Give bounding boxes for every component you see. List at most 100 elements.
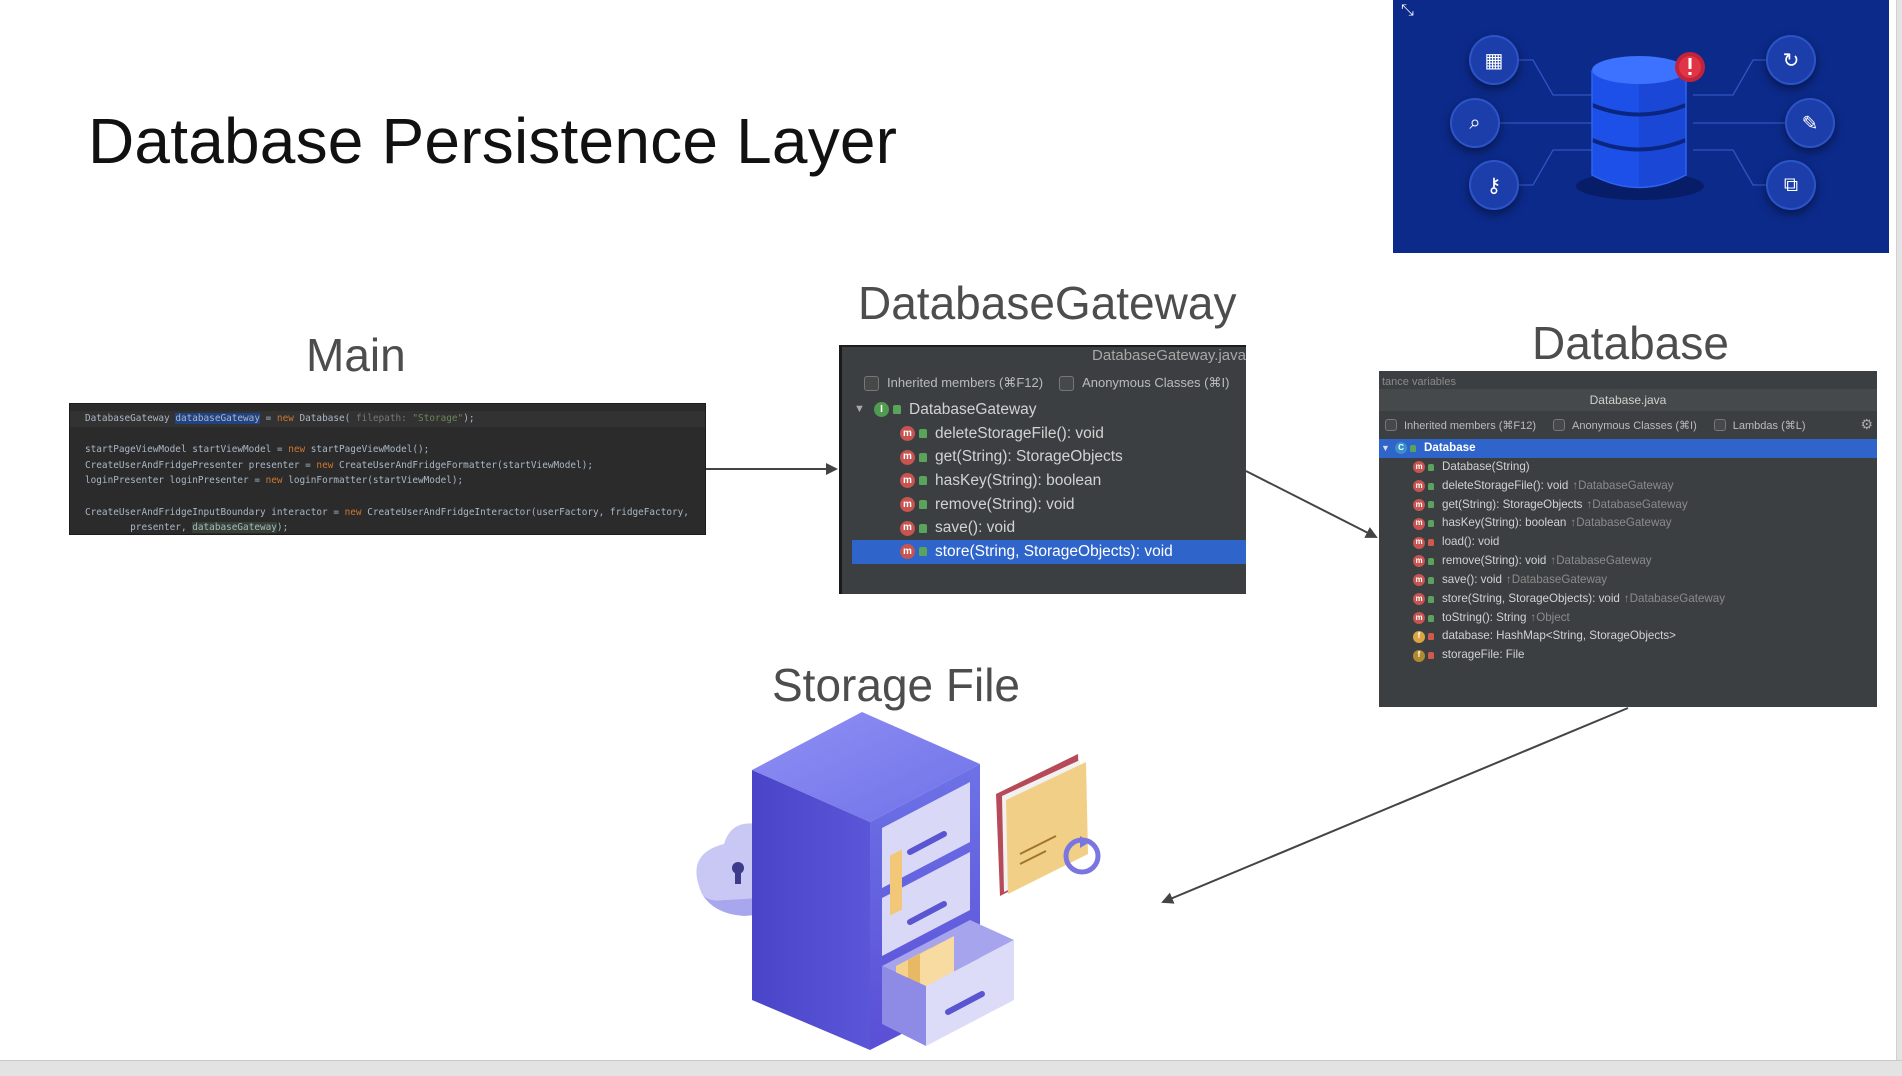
grid-plus-icon: ▦ [1469,35,1519,85]
database-structure-panel: tance variables Database.java Inherited … [1379,371,1877,707]
gateway-structure-options: Inherited members (⌘F12) Anonymous Class… [842,370,1246,396]
main-code-snippet: DatabaseGateway databaseGateway = new Da… [69,403,706,535]
public-lock-icon [1428,463,1434,471]
slide-title: Database Persistence Layer [88,105,898,177]
checkbox-icon[interactable] [1713,419,1726,431]
method-icon: m [1413,498,1425,511]
public-lock-icon [919,476,927,486]
filing-cabinet-icon [696,712,1101,1050]
gateway-structure-panel: DatabaseGateway.java Inherited members (… [839,345,1246,594]
inherited-members-checkbox[interactable]: Inherited members (⌘F12) [1385,419,1536,432]
network-icon: ⧉ [1766,160,1816,210]
alert-icon [1675,52,1705,82]
public-lock-icon [919,429,927,439]
database-structure-options: Inherited members (⌘F12) Anonymous Class… [1379,412,1877,438]
public-lock-icon [893,405,901,415]
checkbox-icon[interactable] [1553,419,1566,431]
method-icon: m [900,473,915,489]
database-icon [1591,56,1687,189]
window-bottom-bar [0,1060,1902,1076]
refresh-icon: ↻ [1766,35,1816,85]
method-icon: m [900,544,915,560]
code-line: CreateUserAndFridgePresenter presenter =… [85,459,593,471]
method-icon: m [1413,593,1425,606]
public-lock-icon [1428,557,1434,565]
public-lock-icon [1428,576,1434,584]
public-lock-icon [919,523,927,533]
method-icon: m [1413,612,1425,625]
storage-file-label: Storage File [772,659,1021,711]
public-lock-icon [1428,482,1434,490]
database-hero-image: ⤡ ▦ ⌕ ⚷ ↻ ✎ ⧉ [1393,0,1889,253]
tree-root-database[interactable]: ▼ C Database [1379,439,1877,458]
search-icon: ⌕ [1450,98,1500,148]
method-icon: m [1413,461,1425,474]
arrow-gateway-to-database [1245,470,1378,538]
chevron-down-icon[interactable]: ▼ [1381,443,1390,453]
folder-sync-icon [996,754,1101,896]
main-label: Main [306,329,406,381]
key-icon: ⚷ [1469,160,1519,210]
private-lock-icon [1428,652,1434,660]
database-label: Database [1532,317,1729,369]
public-lock-icon [919,547,927,557]
interface-icon: I [874,402,889,418]
method-icon: m [1413,555,1425,568]
public-lock-icon [1428,614,1434,622]
code-line: DatabaseGateway databaseGateway = new Da… [70,411,705,427]
private-lock-icon [1428,633,1434,641]
tree-root-databasegateway[interactable]: ▼ I DatabaseGateway [842,398,1246,422]
database-file-title: Database.java [1379,389,1877,411]
method-icon: m [1413,480,1425,493]
lambdas-checkbox[interactable]: Lambdas (⌘L) [1713,419,1806,432]
anonymous-classes-checkbox[interactable]: Anonymous Classes (⌘I) [1553,419,1697,432]
chevron-down-icon[interactable]: ▼ [854,403,865,415]
editor-peek-text: tance variables [1382,376,1456,388]
class-icon: C [1395,442,1407,455]
method-icon: m [1413,574,1425,587]
gateway-file-tab[interactable]: DatabaseGateway.java [1092,347,1246,364]
code-line: CreateUserAndFridgeInputBoundary interac… [85,506,689,518]
public-lock-icon [1428,595,1434,603]
field-icon: f [1413,649,1425,662]
gateway-label: DatabaseGateway [858,277,1237,329]
pencil-icon: ✎ [1785,98,1835,148]
anonymous-classes-checkbox[interactable]: Anonymous Classes (⌘I) [1059,375,1229,391]
gear-icon[interactable]: ⚙ [1860,416,1873,432]
inherited-members-checkbox[interactable]: Inherited members (⌘F12) [864,375,1043,391]
checkbox-icon[interactable] [1385,419,1397,431]
checkbox-icon[interactable] [864,375,879,391]
code-line: presenter, databaseGateway); [85,522,289,534]
code-line: startPageViewModel startViewModel = new … [85,444,430,456]
public-lock-icon [919,452,927,462]
field-icon: f [1413,630,1425,643]
public-lock-icon [1428,501,1434,509]
method-icon: m [900,520,915,536]
checkbox-icon[interactable] [1059,375,1075,391]
collapse-icon[interactable]: ⤡ [1401,2,1414,19]
method-icon: m [900,497,915,513]
method-icon: m [1413,536,1425,549]
public-lock-icon [1428,520,1434,528]
